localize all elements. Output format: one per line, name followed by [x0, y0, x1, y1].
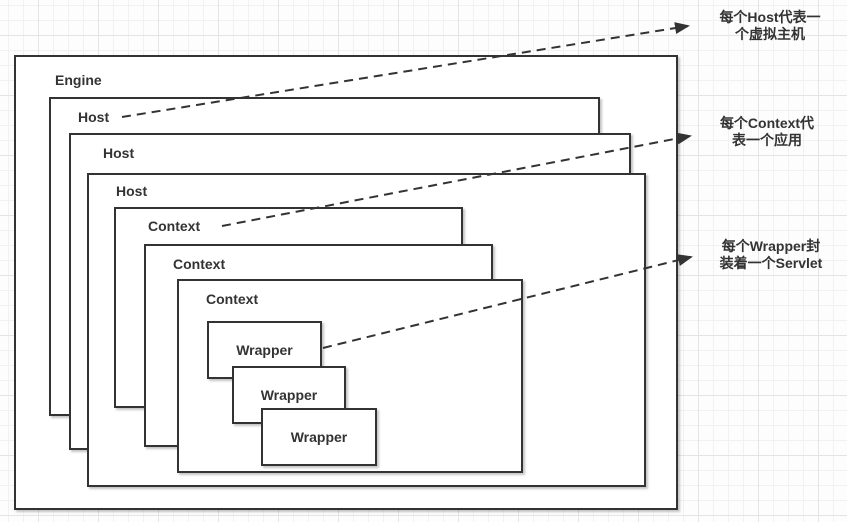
context-note: 每个Context代 表一个应用: [702, 115, 832, 149]
wrapper-label-3: Wrapper: [290, 429, 348, 445]
context-label-3: Context: [206, 291, 259, 307]
host-note-line-1: 每个Host代表一: [719, 9, 821, 25]
host-label-3: Host: [116, 183, 148, 199]
context-note-line-2: 表一个应用: [732, 132, 802, 148]
engine-label: Engine: [55, 72, 102, 88]
host-note: 每个Host代表一 个虚拟主机: [700, 9, 840, 43]
wrapper-note: 每个Wrapper封 装着一个Servlet: [700, 238, 842, 272]
context-label-1: Context: [148, 218, 201, 234]
host-label-1: Host: [78, 109, 110, 125]
wrapper-note-line-1: 每个Wrapper封: [721, 238, 821, 254]
context-note-line-1: 每个Context代: [719, 115, 815, 131]
wrapper-label-2: Wrapper: [260, 387, 318, 403]
wrapper-label-1: Wrapper: [236, 342, 293, 358]
host-note-line-2: 个虚拟主机: [735, 26, 805, 42]
host-label-2: Host: [103, 145, 135, 161]
context-label-2: Context: [173, 256, 226, 272]
wrapper-note-line-2: 装着一个Servlet: [719, 255, 823, 271]
wrapper-box-3: Wrapper: [261, 408, 377, 466]
